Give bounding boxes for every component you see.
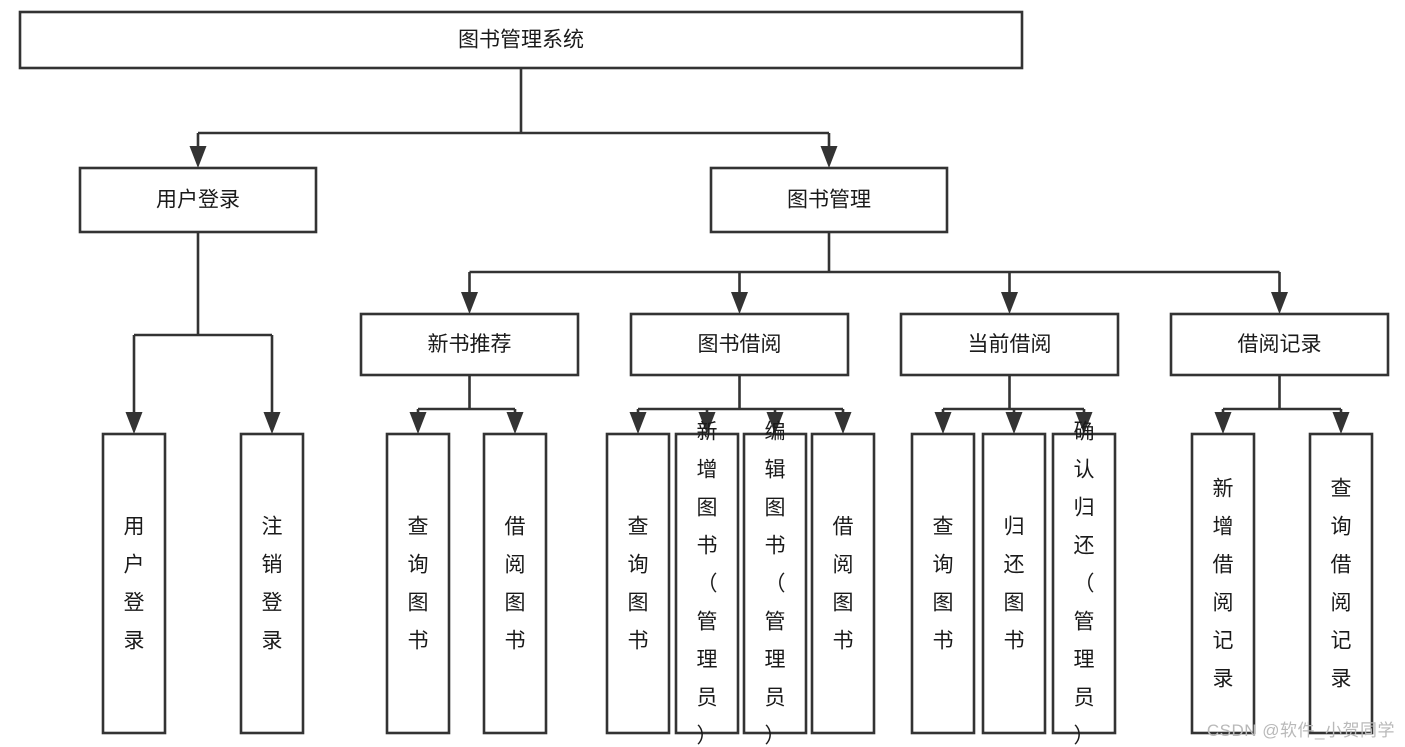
node-label: 图书管理系统: [458, 29, 584, 52]
node-label: 编辑图书（管理员）: [765, 421, 786, 747]
node-current-borrow[interactable]: 当前借阅: [899, 312, 1120, 377]
node-box[interactable]: [385, 432, 451, 735]
node-box[interactable]: [605, 432, 671, 735]
node-label: 用户登录: [156, 189, 240, 212]
node-box[interactable]: [810, 432, 876, 735]
node-label: 新增借阅记录: [1213, 478, 1234, 691]
arrow-head-icon: [1001, 292, 1018, 314]
node-box[interactable]: [359, 312, 580, 377]
node-box[interactable]: [1169, 312, 1390, 377]
edge-group: [461, 232, 1288, 314]
node-root[interactable]: 图书管理系统: [18, 10, 1024, 70]
node-label: 归还图书: [1004, 516, 1025, 653]
node-box[interactable]: [629, 312, 850, 377]
arrow-head-icon: [934, 412, 952, 434]
node-label: 借阅记录: [1238, 333, 1322, 356]
node-label: 确认归还（管理员）: [1074, 421, 1095, 747]
arrow-head-icon: [263, 412, 281, 434]
node-leaf-borrow-query[interactable]: 查询图书: [605, 432, 671, 735]
edge-group: [125, 232, 281, 434]
arrow-head-icon: [1332, 412, 1350, 434]
node-leaf-rec-borrow[interactable]: 借阅图书: [482, 432, 548, 735]
arrow-head-icon: [698, 412, 716, 434]
arrow-head-icon: [731, 292, 748, 314]
node-leaf-borrow-borrow[interactable]: 借阅图书: [810, 432, 876, 735]
node-box[interactable]: [981, 432, 1047, 735]
arrow-head-icon: [1005, 412, 1023, 434]
node-box[interactable]: [742, 432, 808, 735]
arrow-head-icon: [1075, 412, 1093, 434]
node-book-manage[interactable]: 图书管理: [709, 166, 949, 234]
node-leaf-rec-query[interactable]: 查询图书: [385, 432, 451, 735]
node-box[interactable]: [18, 10, 1024, 70]
edge-group: [1214, 375, 1350, 434]
node-new-book-rec[interactable]: 新书推荐: [359, 312, 580, 377]
node-box[interactable]: [482, 432, 548, 735]
arrow-head-icon: [506, 412, 524, 434]
node-user-login[interactable]: 用户登录: [78, 166, 318, 234]
node-label: 查询图书: [628, 516, 649, 653]
node-leaf-logout[interactable]: 注销登录: [239, 432, 305, 735]
node-book-borrow[interactable]: 图书借阅: [629, 312, 850, 377]
node-leaf-borrow-add[interactable]: 新增图书（管理员）: [674, 421, 740, 747]
arrow-head-icon: [629, 412, 647, 434]
node-borrow-record[interactable]: 借阅记录: [1169, 312, 1390, 377]
node-label: 当前借阅: [968, 333, 1052, 356]
node-box[interactable]: [1308, 432, 1374, 735]
node-box[interactable]: [899, 312, 1120, 377]
node-box[interactable]: [910, 432, 976, 735]
node-label: 查询借阅记录: [1331, 478, 1352, 691]
node-leaf-cur-confirm[interactable]: 确认归还（管理员）: [1051, 421, 1117, 747]
node-box[interactable]: [709, 166, 949, 234]
arrow-head-icon: [1271, 292, 1288, 314]
edge-group: [409, 375, 524, 434]
node-box[interactable]: [1190, 432, 1256, 735]
node-label: 图书管理: [787, 189, 871, 212]
node-label: 注销登录: [262, 516, 283, 653]
node-label: 借阅图书: [833, 516, 854, 653]
arrow-head-icon: [461, 292, 478, 314]
arrow-head-icon: [834, 412, 852, 434]
arrow-head-icon: [820, 146, 838, 168]
node-label: 查询图书: [408, 516, 429, 653]
edge-group: [189, 68, 838, 168]
node-box[interactable]: [239, 432, 305, 735]
node-box[interactable]: [101, 432, 167, 735]
arrow-head-icon: [409, 412, 427, 434]
node-box[interactable]: [78, 166, 318, 234]
edge-group: [629, 375, 852, 434]
node-leaf-borrow-edit[interactable]: 编辑图书（管理员）: [742, 421, 808, 747]
arrow-head-icon: [1214, 412, 1232, 434]
node-leaf-cur-return[interactable]: 归还图书: [981, 432, 1047, 735]
node-label: 新增图书（管理员）: [697, 421, 718, 747]
node-label: 新书推荐: [428, 333, 512, 356]
node-box[interactable]: [1051, 432, 1117, 735]
node-box[interactable]: [674, 432, 740, 735]
arrow-head-icon: [189, 146, 207, 168]
node-leaf-user-login[interactable]: 用户登录: [101, 432, 167, 735]
node-leaf-cur-query[interactable]: 查询图书: [910, 432, 976, 735]
node-label: 查询图书: [933, 516, 954, 653]
arrow-head-icon: [766, 412, 784, 434]
edge-group: [934, 375, 1093, 434]
node-leaf-rec-search[interactable]: 查询借阅记录: [1308, 432, 1374, 735]
arrow-head-icon: [125, 412, 143, 434]
node-layer: 图书管理系统用户登录图书管理新书推荐图书借阅当前借阅借阅记录用户登录注销登录查询…: [18, 10, 1390, 747]
node-label: 图书借阅: [698, 333, 782, 356]
node-label: 借阅图书: [505, 516, 526, 653]
node-label: 用户登录: [124, 516, 145, 653]
edge-layer: [125, 68, 1350, 434]
node-leaf-rec-add[interactable]: 新增借阅记录: [1190, 432, 1256, 735]
